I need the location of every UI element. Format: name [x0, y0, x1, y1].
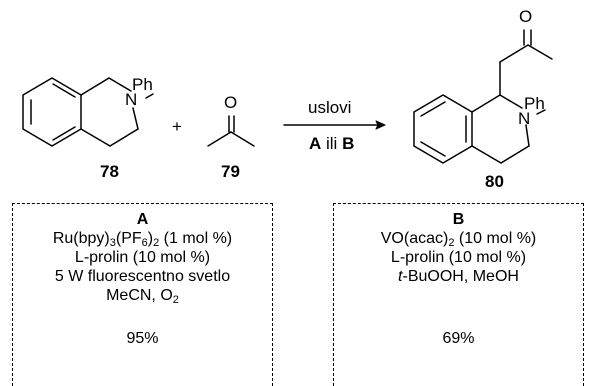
- conditions-b-yield: 69%: [442, 330, 475, 347]
- arrow-label-a-or-b: A ili B: [309, 134, 355, 153]
- n-atom-label-80: N: [518, 109, 531, 128]
- conditions-a-light: 5 W fluorescentno svetlo: [54, 268, 231, 285]
- conditions-a-catalyst: Ru(bpy)3(PF6)2 (1 mol %): [52, 230, 233, 249]
- phenyl-label-80: Ph: [524, 94, 545, 113]
- conditions-a-label: A: [136, 211, 149, 228]
- plus-sign: +: [172, 117, 182, 136]
- conditions-b-catalyst: VO(acac)2 (10 mol %): [380, 230, 537, 249]
- arrow-label-conditions: uslovi: [308, 98, 352, 117]
- tetrahydroisoquinoline-structure: [22, 77, 154, 147]
- n-atom-label-78: N: [125, 90, 138, 109]
- conditions-a-additive: L-prolin (10 mol %): [74, 249, 211, 266]
- o-atom-label-79: O: [224, 93, 238, 112]
- conditions-a-solvent: MeCN, O2: [106, 287, 179, 306]
- conditions-a-yield: 95%: [126, 330, 159, 347]
- conditions-b-additive: L-prolin (10 mol %): [390, 249, 527, 266]
- compound-number-79: 79: [221, 162, 240, 181]
- conditions-box-a: A Ru(bpy)3(PF6)2 (1 mol %) L-prolin (10 …: [12, 203, 273, 386]
- phenyl-label-78: Ph: [132, 75, 153, 94]
- compound-number-80: 80: [485, 172, 504, 191]
- conditions-box-b: B VO(acac)2 (10 mol %) L-prolin (10 mol …: [333, 203, 584, 386]
- o-atom-label-80: O: [519, 7, 533, 26]
- compound-number-78: 78: [100, 162, 119, 181]
- conditions-b-label: B: [452, 211, 465, 228]
- conditions-b-oxidant: t-BuOOH, MeOH: [398, 268, 519, 285]
- product-structure: [413, 29, 553, 164]
- acetone-structure: [207, 115, 255, 147]
